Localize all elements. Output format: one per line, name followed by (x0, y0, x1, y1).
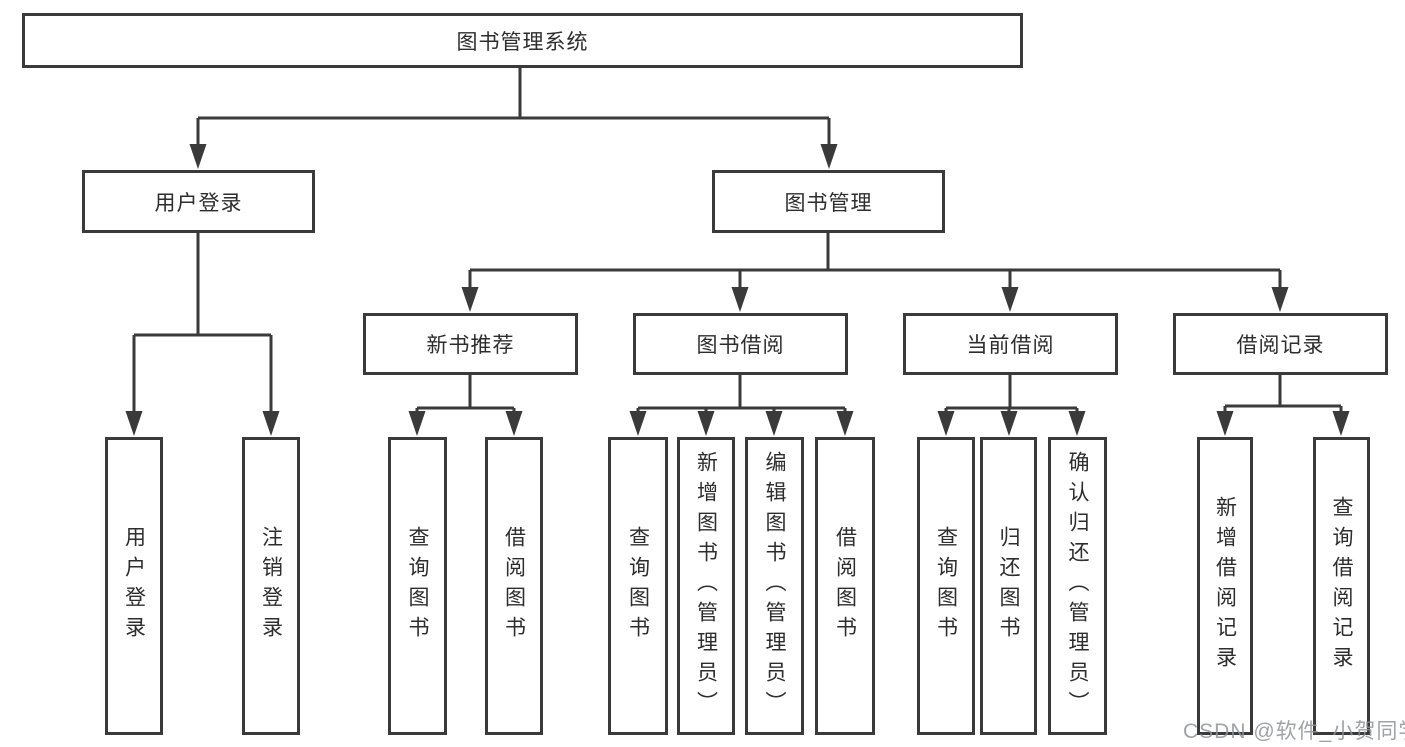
node-current-borrowing: 当前借阅 (903, 313, 1118, 375)
leaf-borrow-books-recommend: 借阅图书 (485, 437, 543, 735)
leaf-user-login: 用户登录 (105, 437, 163, 735)
node-borrow-records: 借阅记录 (1173, 313, 1388, 375)
node-user-login: 用户登录 (82, 170, 315, 233)
node-book-borrowing: 图书借阅 (633, 313, 848, 375)
leaf-add-book-admin: 新增图书（管理员） (677, 437, 735, 735)
leaf-confirm-return-admin: 确认归还（管理员） (1048, 437, 1107, 735)
leaf-edit-book-admin: 编辑图书（管理员） (745, 437, 804, 735)
node-book-management: 图书管理 (712, 170, 945, 233)
leaf-query-borrow-record: 查询借阅记录 (1313, 437, 1370, 735)
csdn-watermark: CSDN @软件_小贺同学 (1183, 720, 1405, 743)
node-library-management-system: 图书管理系统 (22, 13, 1023, 68)
leaf-add-borrow-record: 新增借阅记录 (1197, 437, 1253, 735)
leaf-logout: 注销登录 (242, 437, 300, 735)
leaf-return-book: 归还图书 (980, 437, 1037, 735)
node-new-book-recommend: 新书推荐 (363, 313, 578, 375)
leaf-borrow-books-borrowing: 借阅图书 (815, 437, 875, 735)
leaf-query-books-recommend: 查询图书 (388, 437, 447, 735)
leaf-query-books-current: 查询图书 (917, 437, 975, 735)
leaf-query-books-borrowing: 查询图书 (608, 437, 668, 735)
